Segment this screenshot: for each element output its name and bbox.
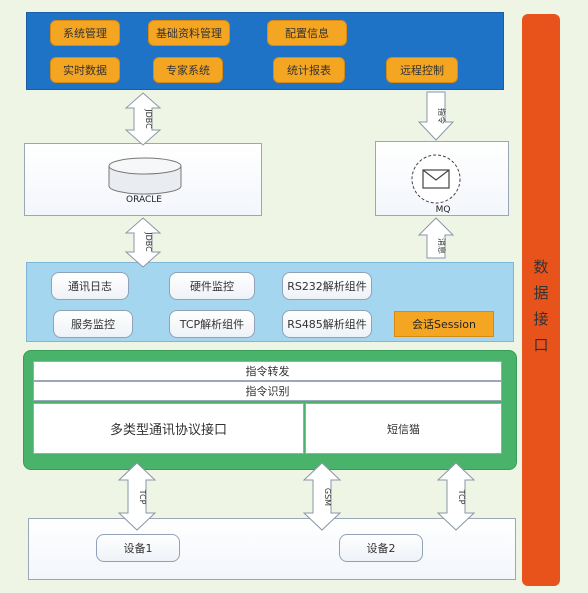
comm-log-component[interactable]: 通讯日志 <box>51 272 129 300</box>
command-arrow: 指令 <box>417 91 455 141</box>
menu-basic-data-management[interactable]: 基础资料管理 <box>148 20 230 46</box>
data-interface-char-2: 据 <box>533 284 549 302</box>
command-forward-row: 指令转发 <box>33 361 502 381</box>
service-monitor-component[interactable]: 服务监控 <box>53 310 133 338</box>
tcp-left-arrow: TCP <box>117 462 157 531</box>
sms-cat-module: 短信猫 <box>305 403 502 454</box>
message-arrow: 消息 <box>417 217 455 259</box>
tcp-left-label: TCP <box>138 489 147 505</box>
session-component[interactable]: 会话Session <box>394 311 494 337</box>
device-2[interactable]: 设备2 <box>339 534 423 562</box>
jdbc-top-arrow: JDBC <box>124 92 162 146</box>
command-identify-row: 指令识别 <box>33 381 502 401</box>
rs232-parser-component[interactable]: RS232解析组件 <box>282 272 372 300</box>
jdbc-mid-arrow: JDBC <box>124 217 162 268</box>
data-interface-char-3: 接 <box>533 310 549 328</box>
menu-statistics-report[interactable]: 统计报表 <box>273 57 345 83</box>
jdbc-top-label: JDBC <box>144 108 153 129</box>
data-interface-bar: 数 据 接 口 <box>522 14 560 586</box>
menu-realtime-data[interactable]: 实时数据 <box>50 57 120 83</box>
message-label: 消息 <box>437 238 447 254</box>
multi-protocol-interface: 多类型通讯协议接口 <box>33 403 304 454</box>
hardware-monitor-component[interactable]: 硬件监控 <box>169 272 255 300</box>
gsm-arrow: GSM <box>302 462 342 531</box>
mq-label: MQ <box>435 205 451 215</box>
device-1[interactable]: 设备1 <box>96 534 180 562</box>
data-interface-char-4: 口 <box>533 336 549 354</box>
rs485-parser-component[interactable]: RS485解析组件 <box>282 310 372 338</box>
menu-config-info[interactable]: 配置信息 <box>267 20 347 46</box>
top-menu-bar: 系统管理 基础资料管理 配置信息 实时数据 专家系统 统计报表 远程控制 <box>26 12 504 90</box>
menu-system-management[interactable]: 系统管理 <box>50 20 120 46</box>
components-panel: 通讯日志 硬件监控 RS232解析组件 服务监控 TCP解析组件 RS485解析… <box>26 262 514 342</box>
gsm-label: GSM <box>323 488 332 506</box>
database-label: ORACLE <box>126 195 162 205</box>
command-label: 指令 <box>437 108 447 124</box>
jdbc-mid-label: JDBC <box>144 231 153 252</box>
database-cylinder-icon <box>108 157 182 195</box>
tcp-right-arrow: TCP <box>436 462 476 531</box>
tcp-right-label: TCP <box>457 489 466 505</box>
data-interface-char-1: 数 <box>533 258 549 276</box>
menu-expert-system[interactable]: 专家系统 <box>153 57 223 83</box>
tcp-parser-component[interactable]: TCP解析组件 <box>169 310 255 338</box>
database-box: ORACLE <box>24 143 262 216</box>
mail-icon <box>411 154 461 204</box>
mq-box: MQ <box>375 141 509 216</box>
menu-remote-control[interactable]: 远程控制 <box>386 57 458 83</box>
